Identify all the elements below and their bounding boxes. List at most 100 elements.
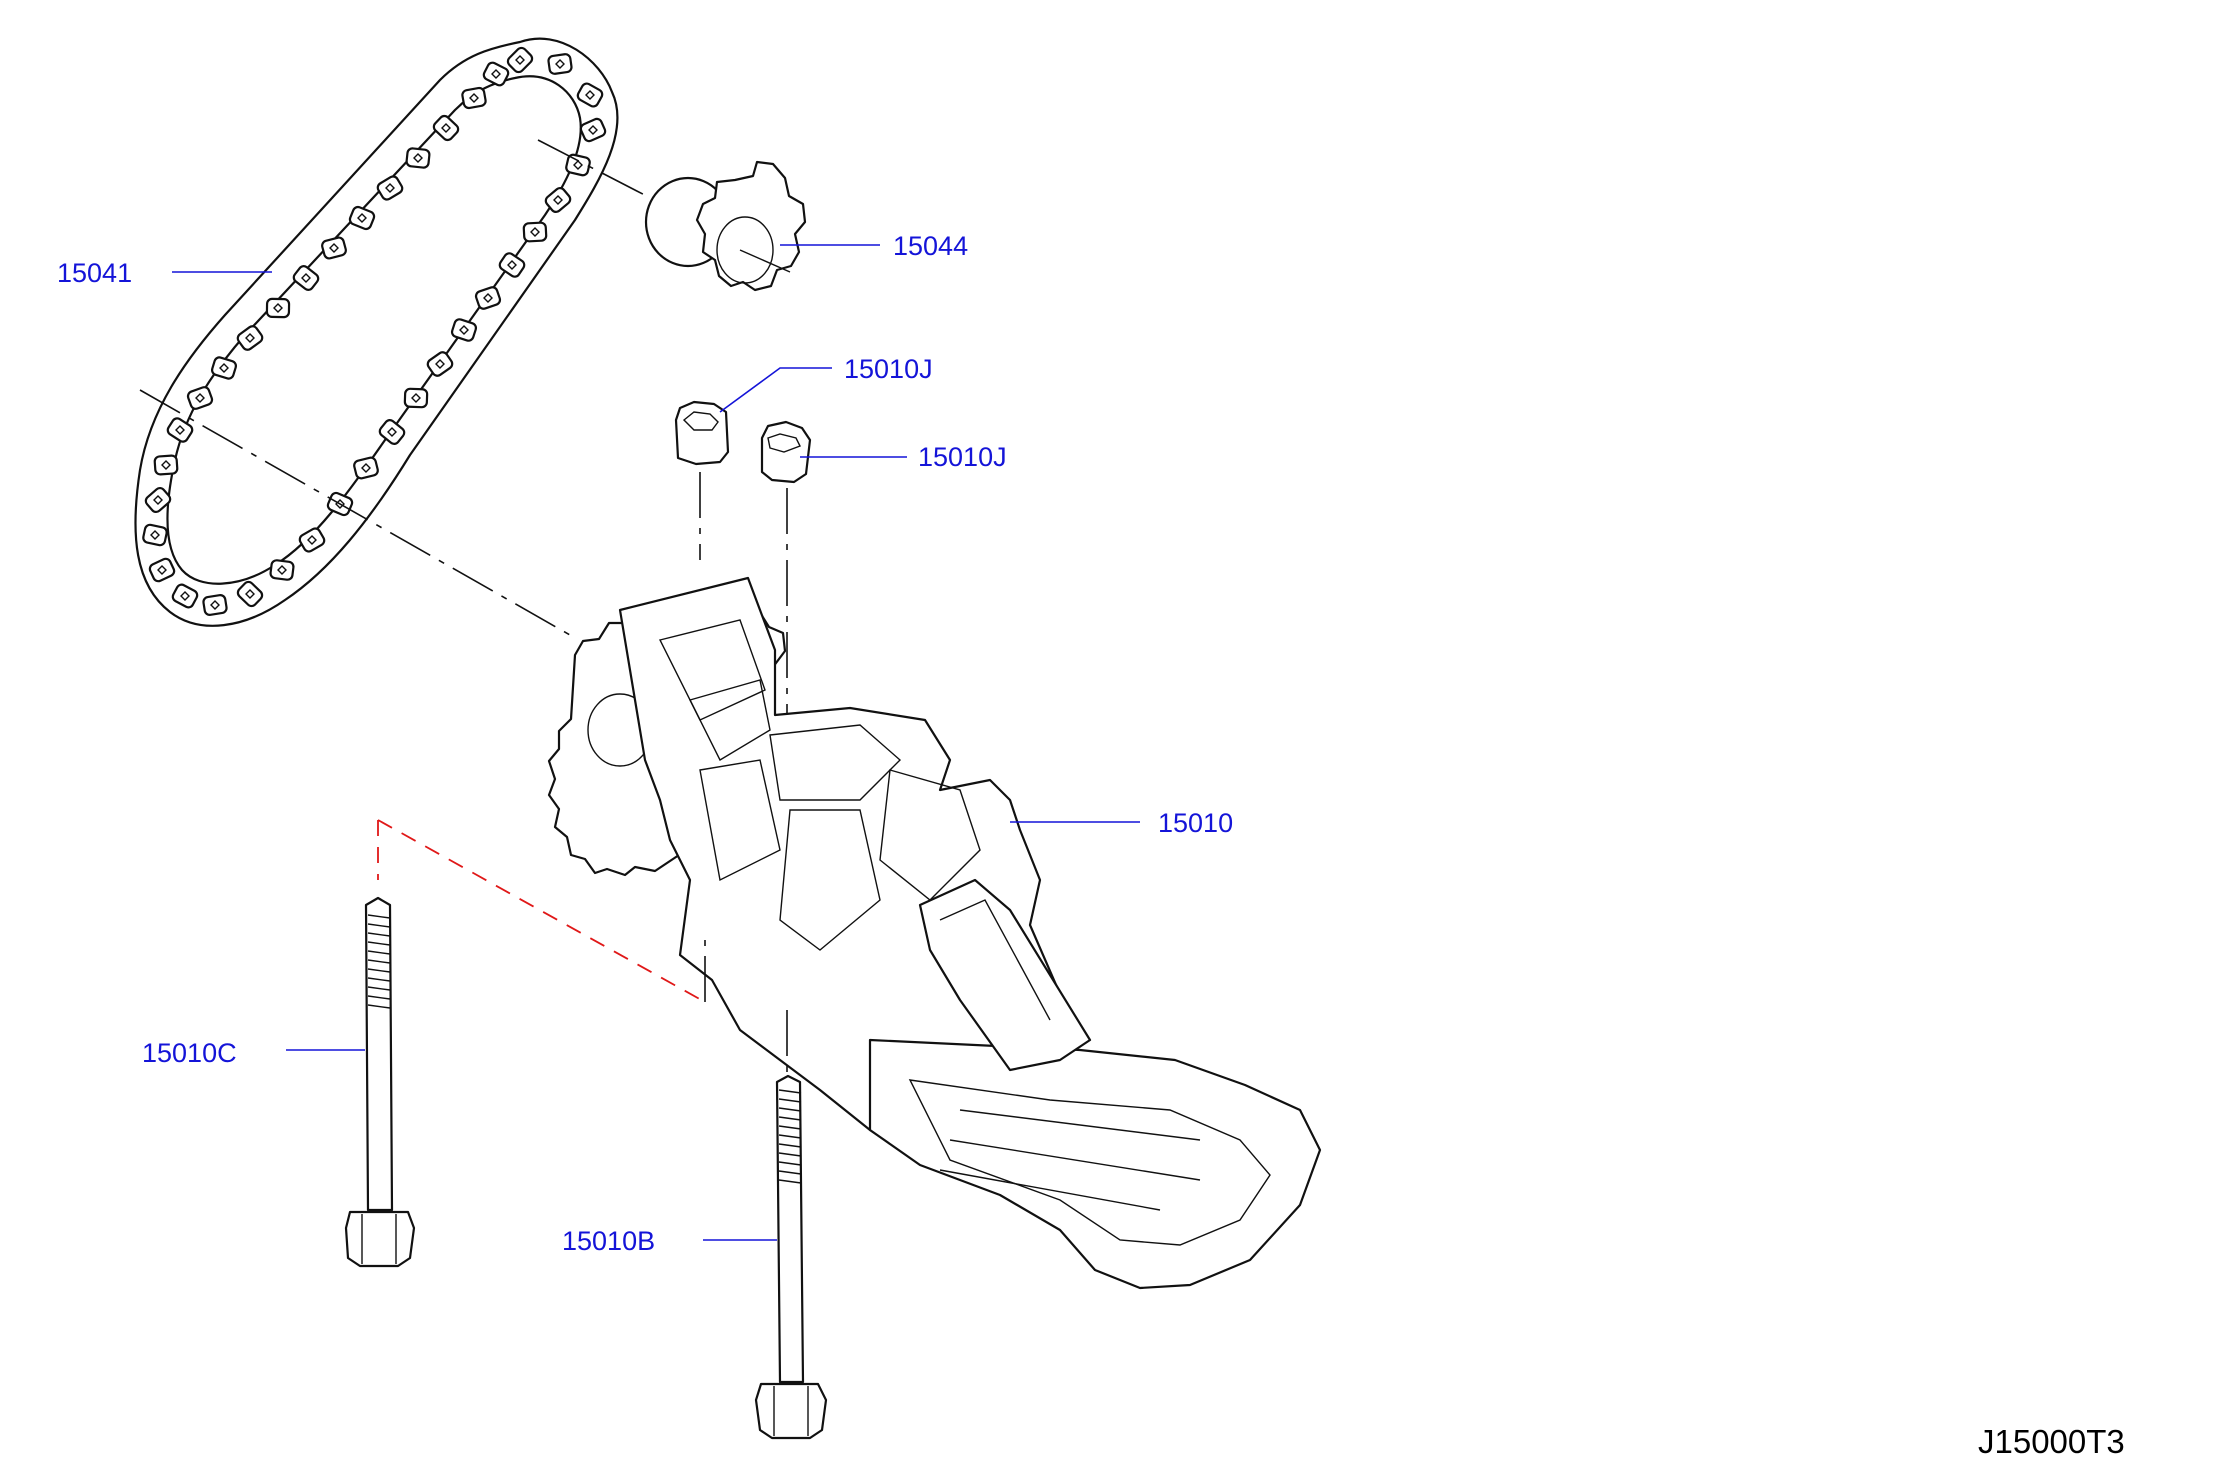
chain-link-pin	[585, 90, 595, 100]
chain-link-pin	[161, 460, 171, 470]
chain-link-pin	[491, 69, 501, 79]
chain-link	[432, 114, 460, 142]
chain-link	[348, 205, 376, 231]
thread-line	[778, 1098, 802, 1103]
chain-link-pin	[435, 359, 445, 369]
chain-link	[142, 523, 168, 547]
chain-link	[353, 456, 379, 480]
part-label-15041: 15041	[57, 258, 132, 288]
part-label-15010j-a: 15010J	[844, 354, 933, 384]
bolt-thread	[778, 1089, 802, 1184]
chain-link-pin	[245, 589, 255, 599]
chain-link-pin	[573, 160, 583, 170]
chain-link-pin	[335, 499, 345, 509]
thread-line	[367, 995, 391, 1000]
chain-link	[426, 351, 454, 377]
chain-link-pin	[507, 260, 517, 270]
thread-line	[778, 1089, 802, 1094]
thread-line	[367, 968, 391, 973]
chain-link	[171, 583, 199, 609]
chain-link	[166, 417, 194, 443]
thread-line	[778, 1179, 802, 1184]
chain-link-pin	[387, 427, 397, 437]
thread-line	[367, 941, 391, 946]
chain-link-pin	[469, 93, 479, 103]
chain-link	[153, 454, 179, 476]
pump-axis-line	[139, 389, 571, 636]
chain-link	[321, 236, 347, 260]
thread-line	[778, 1116, 802, 1121]
chain-link-pin	[273, 303, 283, 313]
chain-link	[378, 419, 406, 445]
chain-link-pin	[385, 183, 395, 193]
chain-link	[202, 594, 228, 616]
chain-link-pin	[483, 293, 493, 303]
chain-link	[236, 580, 264, 608]
chain-link-pin	[210, 600, 220, 610]
chain-link	[498, 252, 526, 278]
thread-line	[367, 959, 391, 964]
part-label-15010j-b: 15010J	[918, 442, 1007, 472]
chain-link-pin	[195, 393, 205, 403]
thread-line	[367, 932, 391, 937]
chain-link	[269, 559, 295, 581]
chain-link-pin	[329, 243, 339, 253]
chain-link	[376, 175, 404, 201]
chain-link-pin	[459, 325, 469, 335]
thread-line	[778, 1107, 802, 1112]
bolt-15010c	[344, 896, 416, 1268]
thread-line	[778, 1170, 802, 1175]
chain-link-pin	[175, 425, 185, 435]
bushing-a	[674, 400, 730, 560]
thread-line	[367, 1004, 391, 1009]
part-label-15044: 15044	[893, 231, 968, 261]
thread-line	[778, 1161, 802, 1166]
chain-link	[405, 147, 431, 169]
chain-link	[544, 186, 572, 214]
thread-line	[367, 977, 391, 982]
chain-link	[236, 325, 264, 351]
chain-link	[144, 486, 172, 514]
chain-link	[547, 53, 573, 75]
part-label-15010c: 15010C	[142, 1038, 237, 1068]
chain-link-pin	[357, 213, 367, 223]
part-label-15010: 15010	[1158, 808, 1233, 838]
chain-links	[142, 46, 607, 616]
chain-link-pin	[301, 273, 311, 283]
thread-line	[367, 986, 391, 991]
chain-link	[265, 297, 291, 319]
thread-line	[778, 1143, 802, 1148]
chain-link	[522, 221, 548, 243]
chain-link	[506, 46, 534, 74]
leader-15010j-a	[719, 367, 832, 413]
chain-link	[298, 527, 326, 553]
chain-link	[450, 318, 478, 342]
thread-line	[367, 914, 391, 919]
chain-link	[482, 61, 510, 87]
chain-link	[579, 117, 607, 143]
chain-link	[565, 153, 591, 177]
figure-code: J15000T3	[1978, 1423, 2125, 1460]
part-label-15010b: 15010B	[562, 1226, 655, 1256]
timing-chain	[134, 37, 619, 627]
chain-link-pin	[180, 591, 190, 601]
bolt-thread	[367, 914, 391, 1009]
thread-line	[778, 1152, 802, 1157]
chain-link-pin	[515, 55, 525, 65]
chain-link-pin	[157, 565, 167, 575]
chain-link-pin	[555, 59, 565, 69]
chain-link	[148, 557, 176, 583]
chain-link-pin	[530, 227, 540, 237]
thread-line	[778, 1134, 802, 1139]
chain-link	[210, 356, 238, 380]
chain-link	[186, 386, 214, 410]
chain-link-pin	[411, 393, 421, 403]
chain-link	[461, 86, 487, 110]
chain-link-pin	[245, 333, 255, 343]
thread-line	[367, 950, 391, 955]
chain-link	[576, 82, 604, 108]
crank-sprocket	[644, 160, 807, 292]
bolt-15010b	[754, 1074, 828, 1440]
chain-link-pin	[150, 530, 160, 540]
